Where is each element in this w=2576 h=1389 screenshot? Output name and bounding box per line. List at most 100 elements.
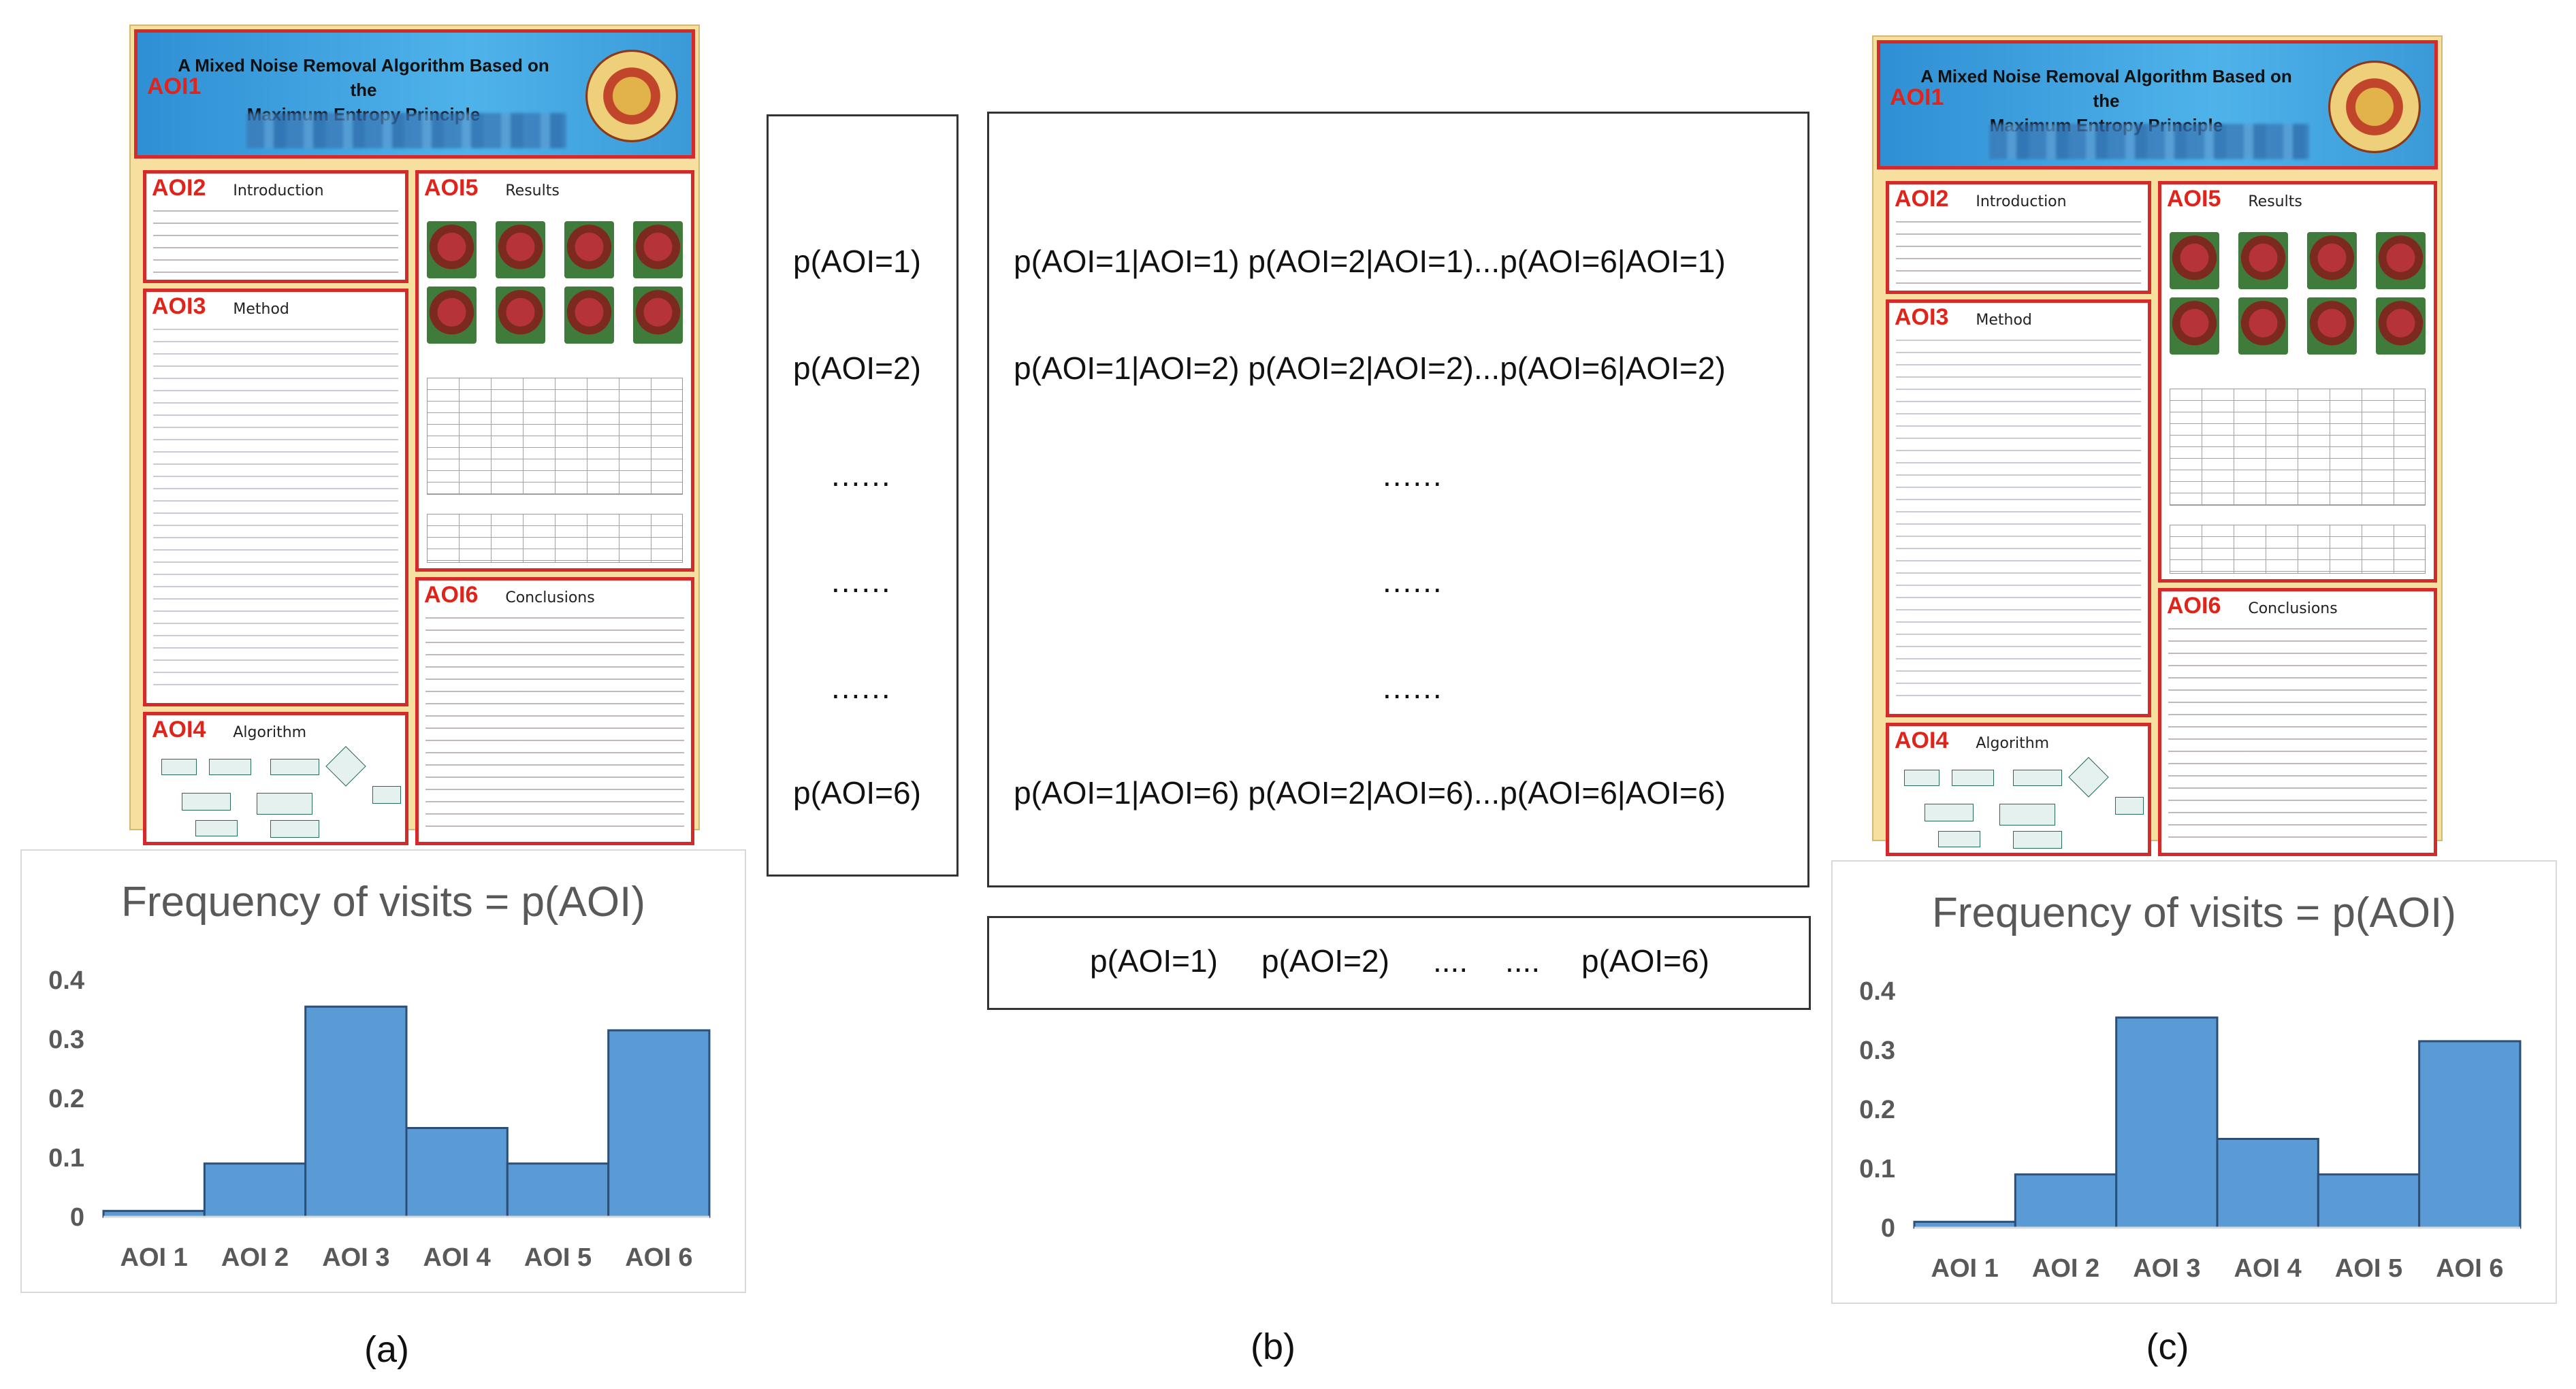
aoi5-table-2 <box>2170 525 2426 574</box>
x-tick-label: AOI 5 <box>524 1243 592 1272</box>
y-tick-label: 0.4 <box>48 966 84 995</box>
stationary-ellipsis-1: .... <box>1433 943 1468 979</box>
caption-a: (a) <box>364 1329 409 1370</box>
aoi5-table <box>2170 389 2426 506</box>
aoi2-text <box>1896 216 2141 284</box>
aoi3-label: AOI3 <box>152 293 206 319</box>
aoi4-panel: AOI4 Algorithm <box>1886 723 2151 856</box>
aoi4-flowchart <box>1897 756 2144 849</box>
aoi5-heading: Results <box>2248 193 2302 210</box>
bar-aoi-6 <box>607 1029 711 1218</box>
x-tick-label: AOI 3 <box>2133 1254 2200 1283</box>
transition-ellipsis-1: ...... <box>1383 457 1443 493</box>
y-tick-label: 0.2 <box>1859 1096 1895 1124</box>
y-tick-label: 0.2 <box>48 1085 84 1113</box>
transition-row-1: p(AOI=1|AOI=1) p(AOI=2|AOI=1)...p(AOI=6|… <box>1014 244 1726 279</box>
aoi6-heading: Conclusions <box>505 589 595 606</box>
aoi5-label: AOI5 <box>2167 186 2221 212</box>
marginal-2: p(AOI=2) <box>793 350 921 386</box>
aoi3-heading: Method <box>233 301 289 318</box>
aoi1-label: AOI1 <box>147 73 202 99</box>
aoi2-label: AOI2 <box>1895 186 1949 212</box>
stationary-ellipsis-2: .... <box>1505 943 1541 979</box>
aoi2-heading: Introduction <box>233 182 324 199</box>
bar-aoi-2 <box>203 1162 307 1218</box>
aoi3-text <box>153 323 398 696</box>
aoi3-heading: Method <box>1976 312 2032 329</box>
aoi6-label: AOI6 <box>424 582 479 608</box>
aoi4-heading: Algorithm <box>1976 735 2050 752</box>
poster-title-line1: A Mixed Noise Removal Algorithm Based on… <box>178 55 549 100</box>
x-tick-label: AOI 2 <box>2032 1254 2099 1283</box>
aoi5-table-2 <box>427 514 683 563</box>
aoi4-label: AOI4 <box>1895 728 1949 753</box>
x-tick-label: AOI 4 <box>423 1243 491 1272</box>
stationary-distribution-box: p(AOI=1) p(AOI=2) .... .... p(AOI=6) <box>987 916 1811 1010</box>
y-tick-label: 0.3 <box>1859 1036 1895 1065</box>
poster-a: A Mixed Noise Removal Algorithm Based on… <box>129 24 700 845</box>
aoi2-label: AOI2 <box>152 175 206 201</box>
bar-aoi-5 <box>506 1162 610 1218</box>
bar-aoi-3 <box>2115 1016 2219 1229</box>
poster-header: A Mixed Noise Removal Algorithm Based on… <box>134 29 695 159</box>
bar-aoi-2 <box>2014 1173 2118 1229</box>
university-seal-icon <box>2328 61 2421 153</box>
chart-title: Frequency of visits = p(AOI) <box>120 879 646 926</box>
aoi6-text <box>2168 623 2427 846</box>
transition-row-6: p(AOI=1|AOI=6) p(AOI=2|AOI=6)...p(AOI=6|… <box>1014 775 1726 811</box>
bar-aoi-3 <box>304 1005 408 1218</box>
stationary-6: p(AOI=6) <box>1581 943 1709 979</box>
x-tick-label: AOI 5 <box>2335 1254 2402 1283</box>
aoi5-panel: AOI5 Results <box>2158 181 2437 583</box>
chart-title: Frequency of visits = p(AOI) <box>1931 889 2457 936</box>
caption-c: (c) <box>2146 1326 2189 1367</box>
transition-ellipsis-2: ...... <box>1383 563 1443 599</box>
aoi3-text <box>1896 334 2141 707</box>
bar-aoi-6 <box>2418 1040 2522 1229</box>
aoi6-label: AOI6 <box>2167 593 2221 619</box>
aoi3-label: AOI3 <box>1895 304 1949 330</box>
x-tick-label: AOI 1 <box>1931 1254 1999 1283</box>
y-tick-label: 0.3 <box>48 1026 84 1054</box>
x-tick-label: AOI 2 <box>221 1243 289 1272</box>
aoi4-heading: Algorithm <box>233 724 307 741</box>
aoi3-panel: AOI3 Method <box>1886 299 2151 717</box>
y-tick-label: 0.1 <box>1859 1155 1895 1183</box>
chart-a: Frequency of visits = p(AOI) 0 0.1 0.2 0.3 0… <box>20 849 746 1293</box>
transition-ellipsis-3: ...... <box>1383 670 1443 705</box>
university-seal-icon <box>585 50 678 142</box>
y-tick-label: 0 <box>70 1203 84 1232</box>
stationary-1: p(AOI=1) <box>1090 943 1218 979</box>
poster-c: A Mixed Noise Removal Algorithm Based on… <box>1872 35 2443 856</box>
aoi5-heading: Results <box>505 182 560 199</box>
aoi6-panel: AOI6 Conclusions <box>415 577 694 845</box>
aoi3-panel: AOI3 Method <box>143 289 408 706</box>
y-tick-label: 0.4 <box>1859 977 1895 1006</box>
aoi2-text <box>153 205 398 273</box>
x-tick-label: AOI 4 <box>2234 1254 2302 1283</box>
y-tick-label: 0 <box>1881 1214 1895 1243</box>
bar-aoi-4 <box>405 1127 509 1218</box>
aoi5-result-images <box>427 221 683 344</box>
poster-authors-blurred <box>246 113 566 148</box>
y-tick-label: 0.1 <box>48 1144 84 1173</box>
aoi2-panel: AOI2 Introduction <box>143 170 408 283</box>
transition-row-2: p(AOI=1|AOI=2) p(AOI=2|AOI=2)...p(AOI=6|… <box>1014 350 1726 386</box>
x-tick-label: AOI 1 <box>120 1243 188 1272</box>
marginal-1: p(AOI=1) <box>793 244 921 279</box>
x-tick-label: AOI 6 <box>2436 1254 2503 1283</box>
x-tick-label: AOI 3 <box>322 1243 389 1272</box>
aoi5-result-images <box>2170 232 2426 355</box>
stationary-2: p(AOI=2) <box>1261 943 1389 979</box>
marginal-6: p(AOI=6) <box>793 775 921 811</box>
marginal-ellipsis-1: ...... <box>831 457 892 493</box>
poster-authors-blurred <box>1989 124 2309 159</box>
aoi5-table <box>427 378 683 495</box>
